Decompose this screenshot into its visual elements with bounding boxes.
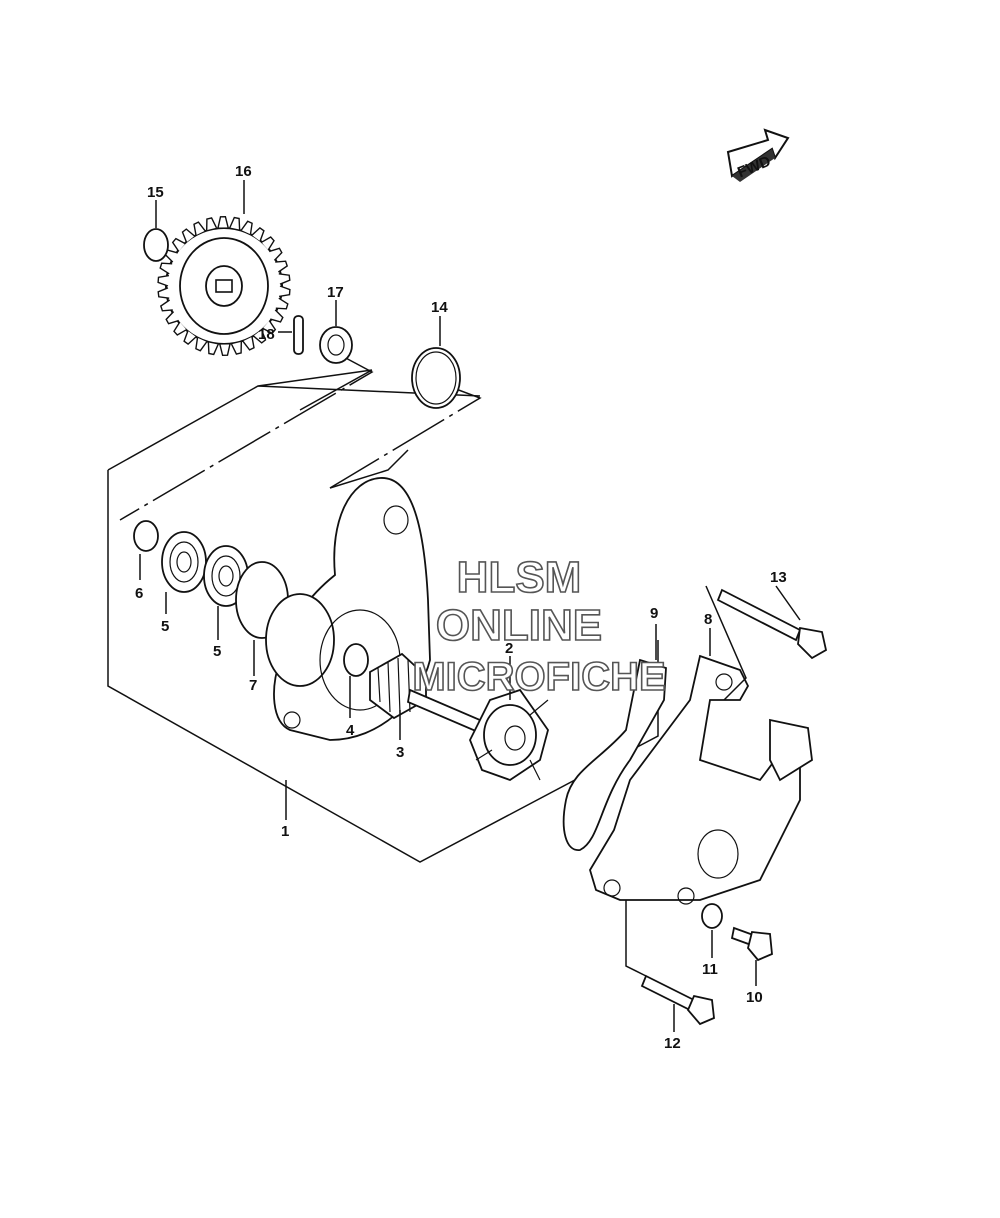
watermark-line3: MICROFICHE bbox=[412, 655, 665, 699]
sprocket-tooth bbox=[242, 336, 255, 351]
sprocket-tooth bbox=[240, 220, 253, 235]
o-ring bbox=[411, 347, 461, 409]
watermark-line1: HLSM bbox=[457, 553, 582, 602]
callout-13: 13 bbox=[770, 569, 787, 586]
sprocket-tooth bbox=[159, 299, 173, 312]
sprocket-tooth bbox=[229, 216, 241, 230]
callout-18: 18 bbox=[258, 326, 275, 343]
sprocket-tooth bbox=[157, 274, 170, 287]
bolt-short bbox=[640, 974, 715, 1026]
callout-1: 1 bbox=[281, 823, 289, 840]
callout-5b: 5 bbox=[213, 643, 221, 660]
sprocket-tooth bbox=[157, 287, 170, 299]
callout-5a: 5 bbox=[161, 618, 169, 635]
sprocket-tooth bbox=[207, 342, 219, 356]
sealing-washer bbox=[701, 903, 723, 929]
impeller bbox=[406, 688, 549, 781]
callout-3: 3 bbox=[396, 744, 404, 761]
bearing-1 bbox=[161, 531, 207, 593]
washer bbox=[319, 326, 353, 364]
sprocket-tooth bbox=[195, 337, 208, 352]
sprocket-tooth bbox=[278, 285, 291, 298]
callout-leaders bbox=[139, 180, 801, 1032]
callout-16: 16 bbox=[235, 163, 252, 180]
sprocket-tooth bbox=[253, 329, 267, 344]
sprocket-tooth bbox=[171, 237, 186, 252]
callout-17: 17 bbox=[327, 284, 344, 301]
callout-14: 14 bbox=[431, 299, 448, 316]
e-clip bbox=[133, 520, 159, 552]
bolt-long bbox=[716, 588, 828, 660]
callout-9: 9 bbox=[650, 605, 658, 622]
circlip bbox=[143, 228, 169, 262]
sprocket-tooth bbox=[183, 330, 197, 346]
sprocket-tooth bbox=[159, 262, 173, 275]
sprocket-tooth bbox=[262, 320, 277, 335]
callout-6: 6 bbox=[135, 585, 143, 602]
callout-7: 7 bbox=[249, 677, 257, 694]
sprocket-tooth bbox=[275, 260, 289, 273]
sprocket-tooth bbox=[217, 215, 229, 228]
sprocket-tooth bbox=[219, 344, 231, 357]
oil-seal bbox=[343, 643, 369, 677]
sprocket-tooth bbox=[206, 217, 218, 231]
callout-8: 8 bbox=[704, 611, 712, 628]
callout-15: 15 bbox=[147, 184, 164, 201]
sprocket-tooth bbox=[269, 247, 283, 261]
sprocket-tooth bbox=[193, 221, 206, 236]
sprocket-gear bbox=[157, 215, 291, 357]
pump-cover-gasket bbox=[562, 658, 667, 851]
sprocket-tooth bbox=[230, 341, 242, 355]
callout-11: 11 bbox=[702, 961, 718, 978]
sprocket-tooth bbox=[270, 309, 284, 323]
sprocket-tooth bbox=[275, 297, 289, 310]
callout-2: 2 bbox=[505, 640, 513, 657]
dowel-pin bbox=[293, 315, 304, 355]
fwd-arrow-icon: FWD bbox=[726, 128, 790, 182]
sprocket-tooth bbox=[251, 226, 265, 242]
sprocket-tooth bbox=[181, 228, 195, 243]
watermark-line2: ONLINE bbox=[436, 601, 602, 650]
drain-bolt bbox=[730, 926, 773, 962]
sprocket-tooth bbox=[278, 273, 291, 285]
pump-cover bbox=[589, 654, 813, 905]
callout-12: 12 bbox=[664, 1035, 681, 1052]
callout-10: 10 bbox=[746, 989, 763, 1006]
sprocket-tooth bbox=[165, 311, 179, 325]
callout-4: 4 bbox=[346, 722, 355, 739]
sprocket-tooth bbox=[173, 321, 187, 336]
sprocket-tooth bbox=[261, 236, 275, 251]
assembly-outline bbox=[107, 369, 659, 863]
